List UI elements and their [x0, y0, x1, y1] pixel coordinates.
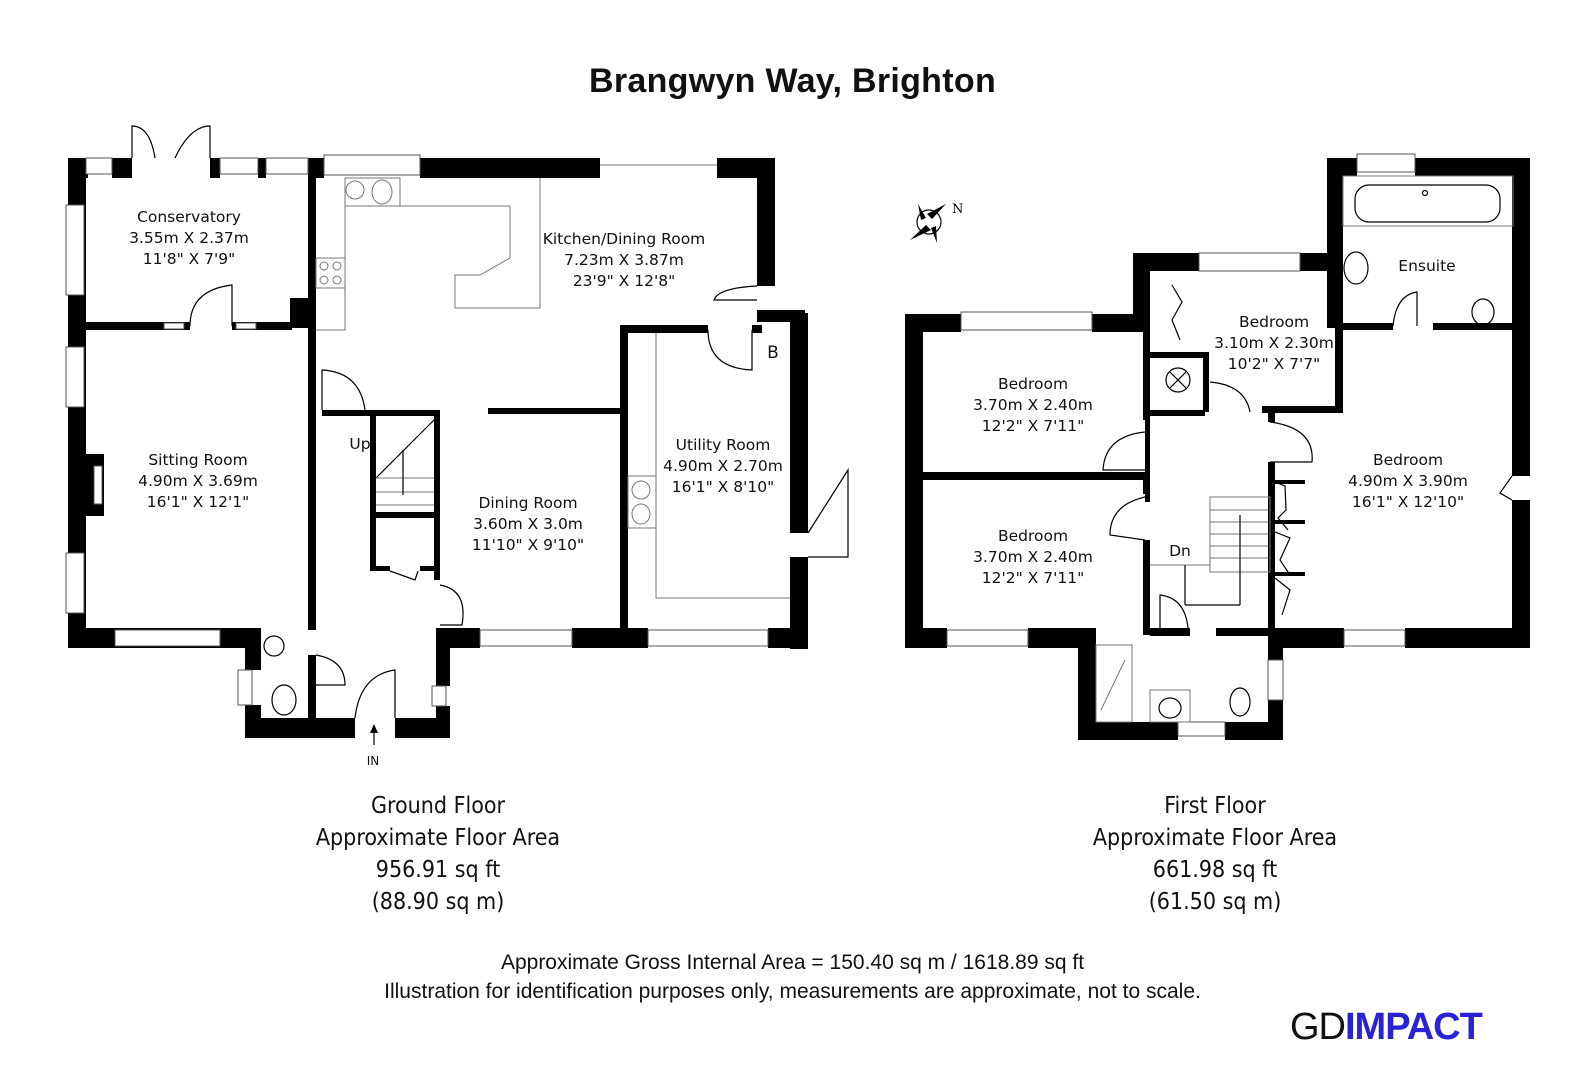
floor-area-sqm: (88.90 sq m) [371, 889, 505, 915]
room-label-conservatory: Conservatory [137, 208, 241, 226]
room-dims-imperial: 16'1" X 8'10" [672, 478, 774, 496]
room-label-bedroom: Bedroom [1239, 313, 1309, 331]
room-dims-metric: 3.70m X 2.40m [973, 396, 1093, 414]
floor-area-sqft: 661.98 sq ft [1152, 857, 1278, 883]
room-label-utility-room: Utility Room [676, 436, 771, 454]
room-dims-metric: 7.23m X 3.87m [564, 251, 684, 269]
room-label-sitting-room: Sitting Room [148, 451, 247, 469]
room-dims-imperial: 10'2" X 7'7" [1228, 355, 1321, 373]
first-floor-summary: First Floor Approximate Floor Area 661.9… [1065, 790, 1365, 918]
ground-floor-summary: Ground Floor Approximate Floor Area 956.… [288, 790, 588, 918]
room-dims-metric: 3.55m X 2.37m [129, 229, 249, 247]
room-dims-metric: 3.10m X 2.30m [1214, 334, 1334, 352]
room-label-bedroom: Bedroom [998, 527, 1068, 545]
room-dims-imperial: 23'9" X 12'8" [573, 272, 675, 290]
first-floor-labels: Ensuite Bedroom 3.10m X 2.30m 10'2" X 7'… [973, 257, 1468, 587]
logo-part-gd: GD [1290, 1006, 1346, 1048]
first-floor-plan: N [905, 153, 1530, 740]
room-dims-imperial: 11'10" X 9'10" [472, 536, 584, 554]
room-dims-metric: 4.90m X 3.90m [1348, 472, 1468, 490]
plan-title: Brangwyn Way, Brighton [588, 62, 997, 100]
entrance-label: IN [367, 754, 380, 768]
room-dims-metric: 3.70m X 2.40m [973, 548, 1093, 566]
boiler-label: B [767, 343, 779, 363]
logo-part-impact: IMPACT [1345, 1006, 1483, 1048]
room-dims-metric: 3.60m X 3.0m [473, 515, 583, 533]
floor-area-sqft: 956.91 sq ft [375, 857, 501, 883]
room-dims-imperial: 12'2" X 7'11" [982, 569, 1084, 587]
gdimpact-logo: GDIMPACT [1290, 1006, 1483, 1049]
stairs-down-label: Dn [1169, 542, 1191, 560]
floor-name: First Floor [1164, 793, 1266, 819]
room-dims-imperial: 11'8" X 7'9" [143, 250, 236, 268]
room-dims-imperial: 16'1" X 12'1" [147, 493, 249, 511]
floor-area-label: Approximate Floor Area [315, 825, 561, 851]
floor-area-sqm: (61.50 sq m) [1148, 889, 1282, 915]
disclaimer: Illustration for identification purposes… [384, 980, 1201, 1003]
room-label-bedroom: Bedroom [998, 375, 1068, 393]
compass-rose-icon: N [910, 202, 963, 243]
room-dims-metric: 4.90m X 3.69m [138, 472, 258, 490]
room-label-bedroom: Bedroom [1373, 451, 1443, 469]
room-label-ensuite: Ensuite [1398, 257, 1455, 275]
room-label-kitchen-dining: Kitchen/Dining Room [543, 230, 706, 248]
room-dims-metric: 4.90m X 2.70m [663, 457, 783, 475]
floor-name: Ground Floor [370, 793, 506, 819]
room-label-dining-room: Dining Room [478, 494, 577, 512]
floor-area-label: Approximate Floor Area [1092, 825, 1338, 851]
ground-floor-plan [65, 125, 849, 745]
ground-floor-labels: Conservatory 3.55m X 2.37m 11'8" X 7'9" … [129, 208, 783, 768]
stairs-up-label: Up [349, 435, 370, 453]
compass-north-label: N [952, 202, 963, 217]
room-dims-imperial: 12'2" X 7'11" [982, 417, 1084, 435]
room-dims-imperial: 16'1" X 12'10" [1352, 493, 1464, 511]
gross-internal-area: Approximate Gross Internal Area = 150.40… [500, 951, 1085, 974]
